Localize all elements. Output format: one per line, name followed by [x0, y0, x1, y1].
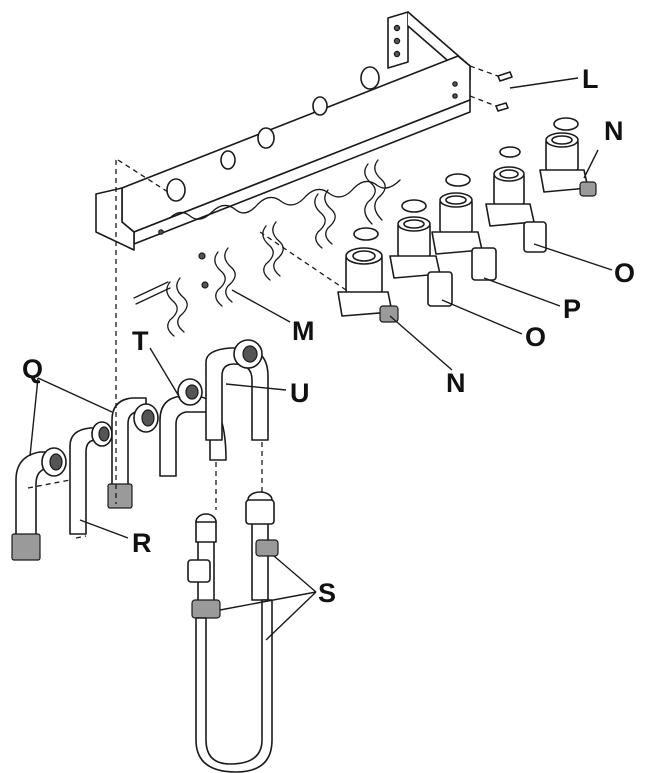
sealing-washers — [353, 117, 579, 241]
valve-p — [431, 192, 497, 281]
pipe-q-left — [11, 447, 67, 561]
label-n-right: N — [604, 116, 624, 146]
pipe-q-center — [107, 397, 159, 509]
filling-loop-s — [187, 491, 279, 773]
label-o-center: O — [525, 322, 546, 352]
valve-n-right — [539, 132, 597, 197]
screws-l — [495, 71, 513, 112]
valve-guide-line — [259, 231, 347, 291]
label-r: R — [132, 528, 152, 558]
valve-o-center — [389, 216, 453, 307]
label-p: P — [563, 294, 581, 324]
leader-lines — [29, 77, 613, 641]
pipe-r — [69, 421, 113, 535]
label-n-center: N — [446, 368, 466, 398]
pipe-guide-lines — [27, 159, 263, 539]
label-m: M — [292, 316, 315, 346]
valve-o-right — [485, 166, 547, 253]
mounting-bracket — [95, 11, 471, 251]
pipe-t — [159, 378, 227, 477]
label-s: S — [318, 578, 336, 608]
screw-guide-lines — [469, 65, 499, 107]
label-o-right: O — [614, 258, 635, 288]
clips-m — [133, 159, 386, 337]
pipe-u — [205, 339, 269, 441]
label-q: Q — [22, 354, 43, 384]
valve-n-center — [337, 247, 399, 323]
label-l: L — [582, 64, 599, 94]
label-u: U — [290, 378, 310, 408]
label-t: T — [132, 326, 149, 356]
